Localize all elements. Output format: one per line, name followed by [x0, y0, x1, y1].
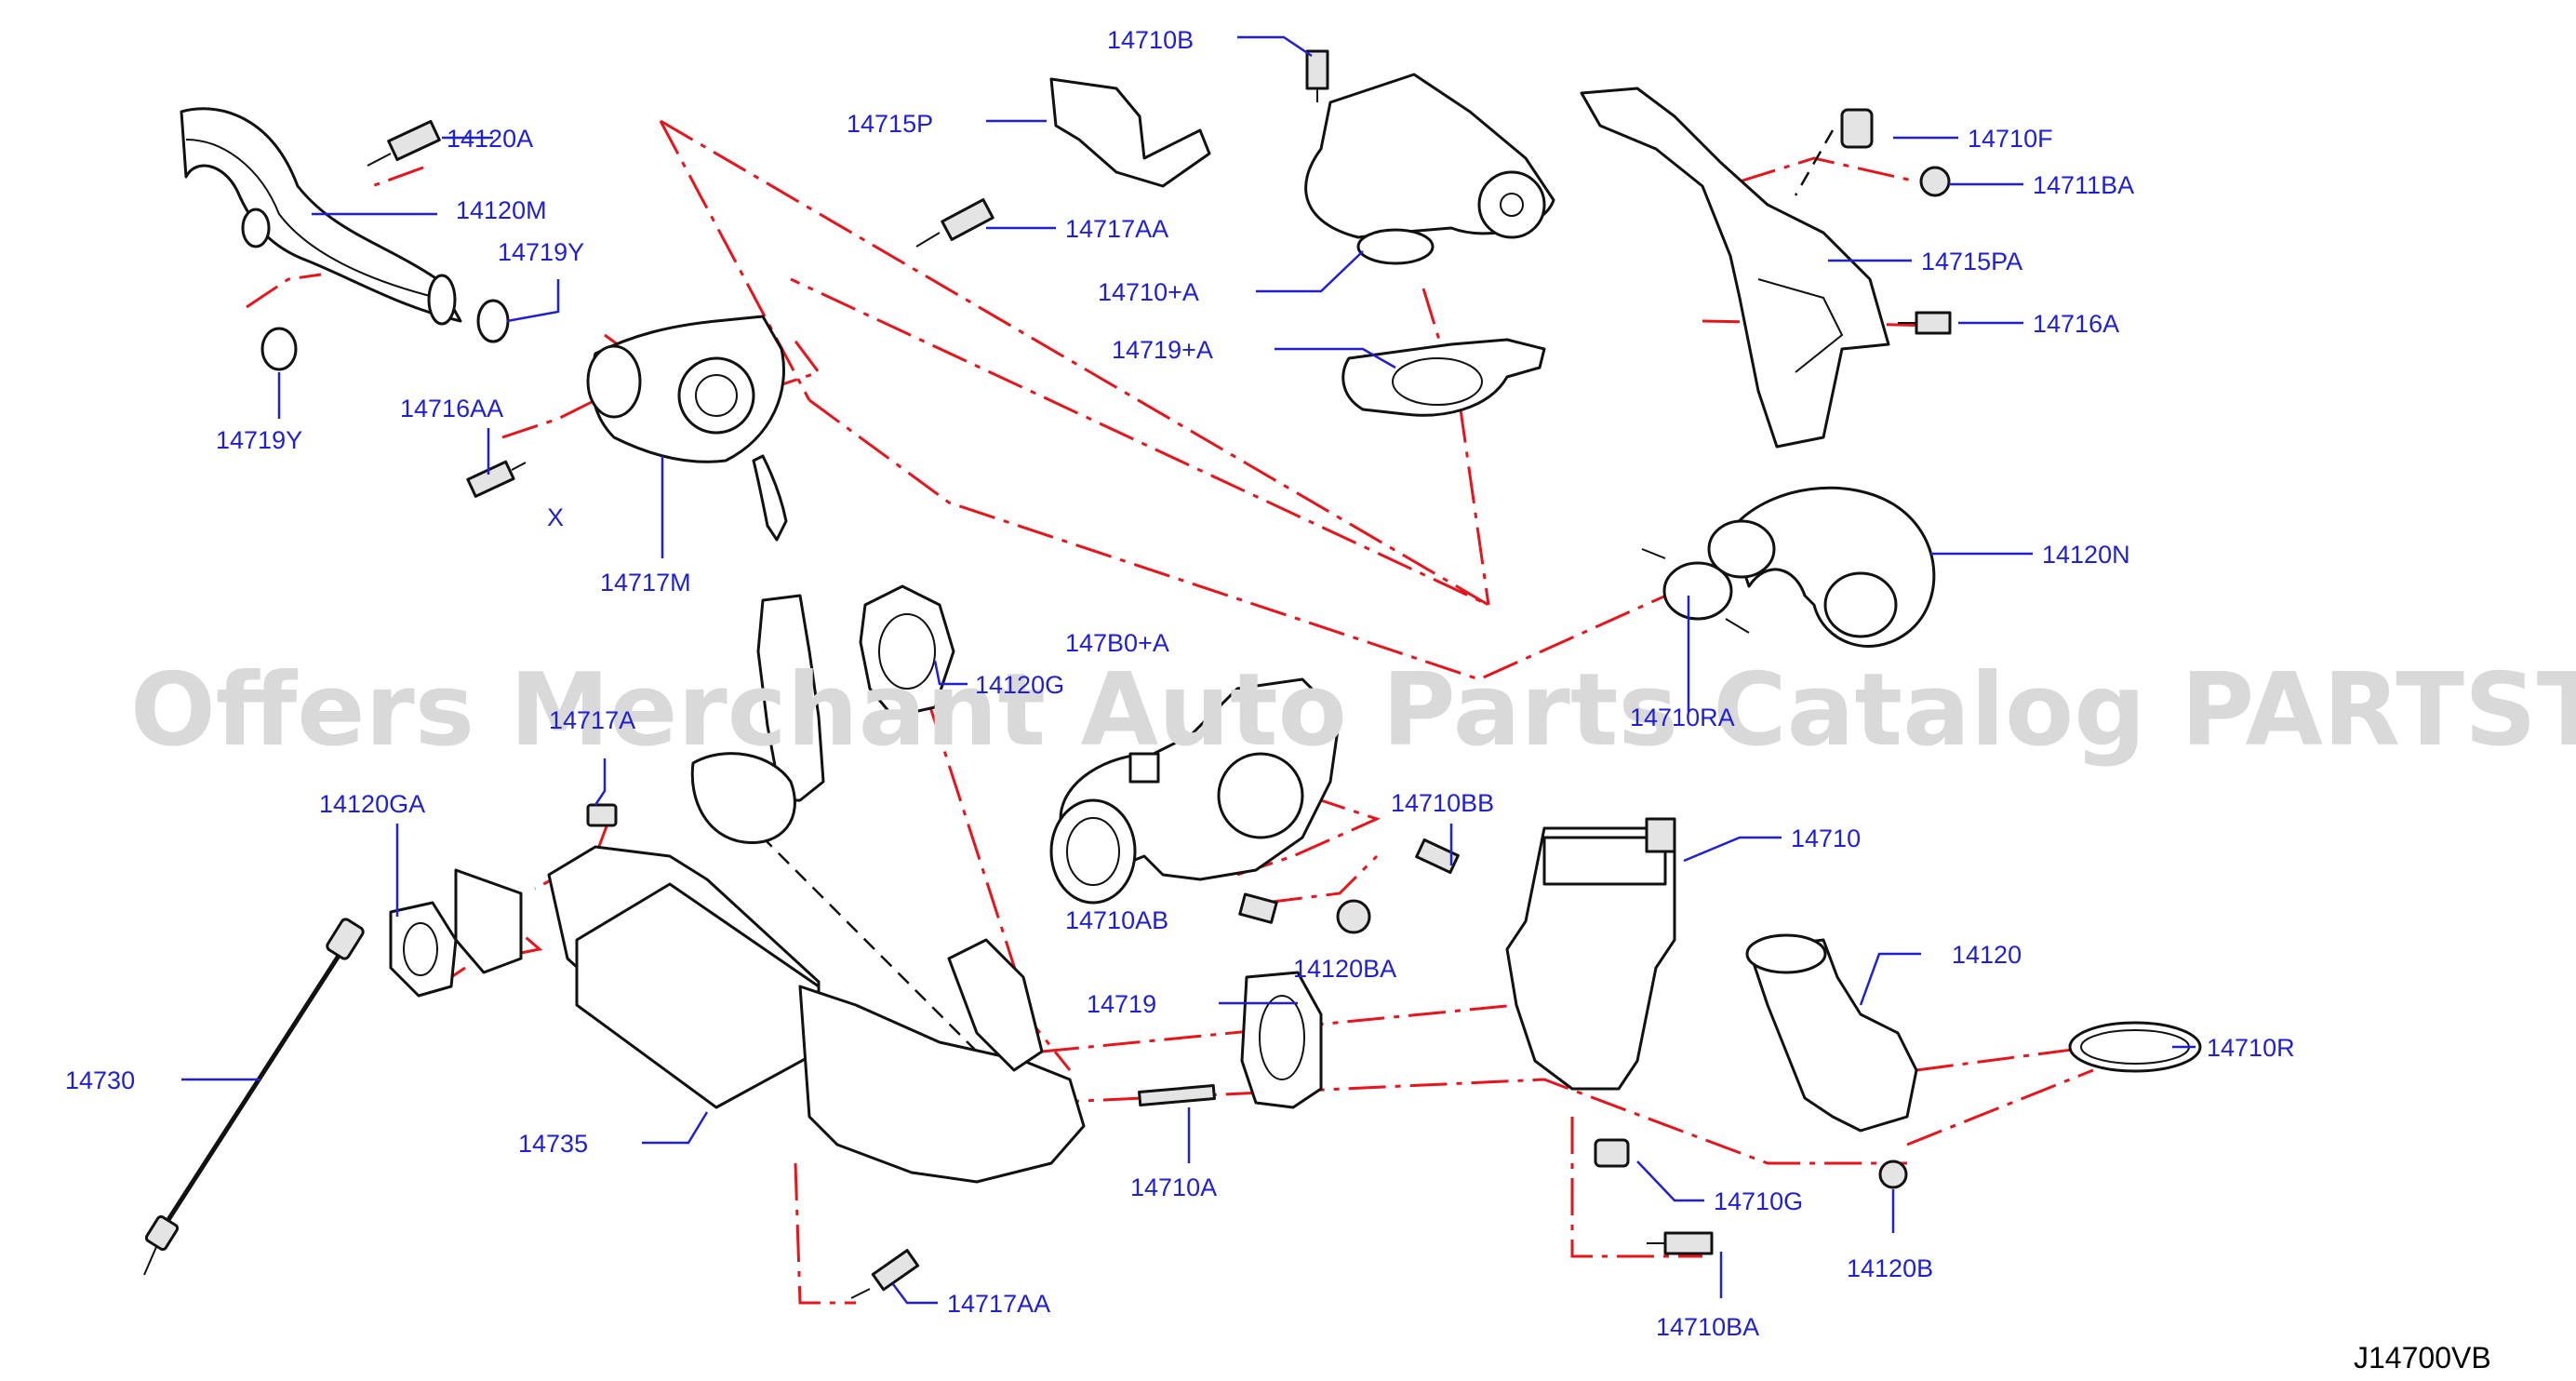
- label-14730: 14730: [65, 1066, 135, 1094]
- label-14120N: 14120N: [2042, 541, 2130, 569]
- egr-valve-14710: [1505, 817, 1676, 1091]
- part-labels: 14710B 14715P 14710F 14711BA 14120A 1412…: [65, 26, 2295, 1341]
- bolt-14710BB: [1415, 838, 1460, 875]
- label-14120M: 14120M: [456, 196, 547, 224]
- bolt-14717AA-top: [915, 198, 994, 248]
- label-14120B: 14120B: [1847, 1254, 1933, 1282]
- label-14710R: 14710R: [2207, 1034, 2295, 1062]
- label-14120GA: 14120GA: [319, 790, 425, 818]
- label-14710RA: 14710RA: [1630, 704, 1735, 731]
- label-14735: 14735: [518, 1130, 588, 1158]
- gasket-14719plusA: [1341, 338, 1546, 417]
- clamp-14710RA: [1641, 548, 1750, 634]
- label-14715P: 14715P: [847, 110, 933, 138]
- bolt-14120A: [367, 119, 441, 167]
- label-14717AA-top: 14717AA: [1065, 215, 1168, 243]
- bolt-14710B: [1305, 49, 1329, 102]
- label-14120G: 14120G: [975, 671, 1064, 699]
- o-ring-right: [476, 299, 510, 343]
- egr-valve-14710plusA: [1304, 73, 1555, 265]
- pipe-14120G: [690, 594, 825, 845]
- label-14717AA-bottom: 14717AA: [947, 1290, 1050, 1318]
- drawing-reference: J14700VB: [2354, 1341, 2491, 1374]
- label-14710F: 14710F: [1968, 125, 2053, 153]
- label-14710G: 14710G: [1714, 1187, 1803, 1215]
- throttle-body-147B0plusA: [1049, 677, 1341, 905]
- label-14716A: 14716A: [2033, 310, 2119, 338]
- label-14711BA: 14711BA: [2033, 171, 2134, 199]
- o-ring-left: [260, 327, 298, 371]
- sensor-14730: [143, 918, 365, 1276]
- label-14716AA: 14716AA: [400, 395, 503, 422]
- leader-lines: [181, 35, 2196, 1305]
- label-14120A: 14120A: [447, 125, 533, 153]
- label-14715PA: 14715PA: [1921, 248, 2022, 275]
- egr-cooler-14735: [454, 845, 1086, 1184]
- label-14717A: 14717A: [549, 706, 635, 734]
- label-x-mark: X: [547, 503, 564, 531]
- hose-14120N: [1707, 486, 1936, 648]
- bolt-14716AA: [466, 460, 527, 498]
- label-14719plusA: 14719+A: [1112, 336, 1213, 364]
- clip-14710F: [1840, 108, 1874, 149]
- nut-14120B: [1878, 1160, 1908, 1189]
- label-14120BA: 14120BA: [1293, 955, 1396, 983]
- bolt-14710AB: [1238, 892, 1278, 924]
- gasket-14120G: [859, 584, 955, 718]
- nut-14120BA: [1336, 899, 1371, 934]
- label-14710BA: 14710BA: [1656, 1313, 1759, 1341]
- watermark-text: Offers Merchant Auto Parts Catalog PARTS…: [130, 652, 2576, 769]
- reference-lines: [743, 129, 1835, 1127]
- label-14717M: 14717M: [600, 569, 691, 597]
- label-14710: 14710: [1791, 825, 1861, 852]
- gasket-14120GA: [389, 901, 458, 998]
- label-14710A: 14710A: [1130, 1173, 1217, 1201]
- bolt-14717AA-bottom: [850, 1249, 920, 1299]
- nut-14710G: [1594, 1138, 1630, 1168]
- egr-valve-14717M: [586, 315, 788, 542]
- bracket-14715P: [1049, 77, 1211, 188]
- label-14710BB: 14710BB: [1391, 789, 1494, 817]
- label-14710AB: 14710AB: [1065, 906, 1168, 934]
- bolt-14710BA: [1647, 1231, 1714, 1255]
- label-14120: 14120: [1952, 941, 2022, 969]
- label-147B0plusA: 147B0+A: [1065, 629, 1169, 657]
- label-14710B: 14710B: [1107, 26, 1194, 54]
- label-14719: 14719: [1087, 990, 1156, 1018]
- bolt-14716A: [1898, 311, 1952, 335]
- bolt-14717A: [586, 803, 618, 827]
- label-14710plusA: 14710+A: [1098, 278, 1199, 306]
- gasket-14719: [1240, 971, 1323, 1109]
- label-14719Y-left: 14719Y: [216, 426, 302, 454]
- stud-14710A: [1138, 1084, 1216, 1106]
- label-14719Y-right: 14719Y: [498, 238, 584, 266]
- nut-14711BA: [1919, 166, 1951, 197]
- elbow-14120: [1745, 933, 1918, 1133]
- bracket-14715PA: [1580, 87, 1890, 449]
